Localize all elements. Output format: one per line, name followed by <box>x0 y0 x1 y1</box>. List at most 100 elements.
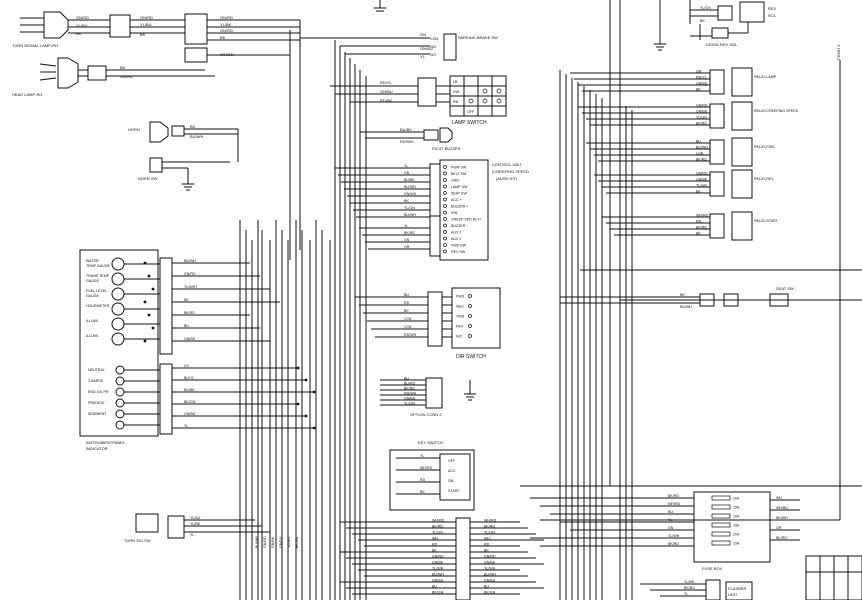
junction-dot <box>147 274 151 278</box>
wire-label: WH <box>484 536 490 540</box>
gauge-label: GAUGE <box>86 294 100 298</box>
wire-label: RD/YL <box>696 75 707 79</box>
wire-label: OR <box>776 526 782 530</box>
wire-label: YL/WH <box>432 566 444 570</box>
wire-label: GN <box>404 238 410 242</box>
flasher-body <box>725 581 753 600</box>
junction-dot <box>312 390 316 394</box>
key-position-label: ON <box>448 479 454 483</box>
wire-label: RD <box>432 542 438 546</box>
wire-label: GN/RD <box>263 536 267 548</box>
rev-sol-body <box>739 1 765 23</box>
pin <box>443 165 447 169</box>
junction-dot <box>312 426 316 430</box>
wire-label: BU/BK <box>400 127 412 132</box>
control-unit-pin-label: AUX 1 <box>451 231 461 235</box>
wire-label: GN/BK <box>184 337 196 341</box>
wire-label: GN/WH <box>404 192 417 196</box>
dir-pin-label: TWD <box>456 315 465 319</box>
wire-label: GN/BU <box>380 89 393 94</box>
junction-dot <box>304 414 308 418</box>
fuse-icon <box>711 513 731 519</box>
dir-pin-label: REV <box>456 325 464 329</box>
wire-label: BK/RD <box>696 157 707 161</box>
lamp-switch-label: LAMP SWITCH <box>452 120 487 126</box>
wire-label: YL <box>404 164 408 168</box>
pin <box>443 249 447 254</box>
wire-label: BK/RD <box>184 311 195 315</box>
buzzer-icon <box>439 127 453 143</box>
hourmeter-icon <box>111 302 125 316</box>
wire-label: RD <box>696 219 702 223</box>
wire-label: BK/RD <box>776 536 787 540</box>
gauge-label: HOURMETER <box>86 304 110 308</box>
instrument-panel-label: INSTRUMENTPANEL <box>86 440 126 445</box>
main-connector-body <box>455 517 471 600</box>
dir-pin-label: FWD <box>456 295 465 299</box>
wire-label: BK/RD <box>696 121 707 125</box>
dir-switch-connector <box>427 291 443 347</box>
wire-label: GN/RD <box>220 15 233 20</box>
control-unit: CONTROL UNIT (CREEPING SPEED (AUSH H/T) … <box>335 159 529 261</box>
oil-pressure-indicator-icon <box>115 387 125 397</box>
indicator-connector <box>159 363 173 435</box>
indicator-label: CHARGE <box>88 379 104 383</box>
wire-label: YL <box>420 454 424 458</box>
indicator-label: ENG OIL PR <box>88 390 109 394</box>
wire-label: WH/RD <box>696 213 709 217</box>
neutral-indicator-icon <box>115 365 125 375</box>
wire-label: BU/WH <box>404 185 416 189</box>
wire-label: BK/RD <box>484 524 495 528</box>
wire-label: BU <box>404 293 409 297</box>
wire-label: YL/GN <box>404 206 415 210</box>
relay-connector <box>709 213 725 239</box>
relay-connector <box>709 103 725 129</box>
wire-label: BK <box>120 65 126 70</box>
wire-label: BK/BU <box>684 586 695 590</box>
wire-label: BU/WH <box>696 145 708 149</box>
gauge-label: WATER <box>86 259 99 263</box>
pin <box>468 294 472 298</box>
wire-label: WH/RD <box>484 518 497 522</box>
wire-label: WH/RD <box>420 466 433 470</box>
wire-label: BK/RD <box>404 386 415 390</box>
pin <box>443 184 447 189</box>
lamp-row-label: LB <box>453 80 458 84</box>
wire-label: YL/BU <box>140 22 152 27</box>
junction-dot <box>143 261 147 265</box>
fuse-icon <box>711 540 731 546</box>
control-unit-pin-label: REV SW <box>451 250 466 254</box>
flasher-label: FLASHER <box>728 586 747 591</box>
wire-label: BK <box>404 199 409 203</box>
pin <box>443 171 447 176</box>
wire-label: BU <box>184 324 189 328</box>
control-unit-pin-label: GND <box>451 179 459 183</box>
key-position-label: OFF <box>448 459 456 463</box>
wire-label: BU/RD <box>404 381 416 385</box>
control-unit-pin-label: IGN <box>451 211 458 215</box>
wire-label: BU/WH <box>190 134 203 139</box>
relay-body <box>731 101 753 131</box>
key-position-label: START <box>448 489 460 493</box>
wire-label: GN/BU <box>696 81 708 85</box>
junction-dot <box>151 326 155 330</box>
control-unit-connector-a <box>429 163 441 219</box>
water-temp-icon <box>111 257 125 271</box>
wire-label: BU/BK <box>404 178 415 182</box>
diode-icon <box>711 27 729 39</box>
pin <box>443 243 447 247</box>
relay-body <box>731 211 753 241</box>
parking-brake-switch: PARKING BRAKE SW COM N/O N/C GN GN/BU YL <box>300 0 498 61</box>
pilot-buzzer-label: PILOT BUZZER <box>432 146 461 151</box>
turn-indicator-icon <box>115 420 125 430</box>
wire-label: WH/RD <box>432 518 445 522</box>
wire-label: BU/WH <box>432 572 444 576</box>
wire-label: YL/BK <box>220 22 232 27</box>
junction-dot <box>296 366 300 370</box>
wire-label: YL <box>404 224 408 228</box>
illumination-icon <box>111 317 125 331</box>
wire-label: RD <box>404 301 410 305</box>
relay-label: RELAY-LAMP <box>754 75 777 79</box>
